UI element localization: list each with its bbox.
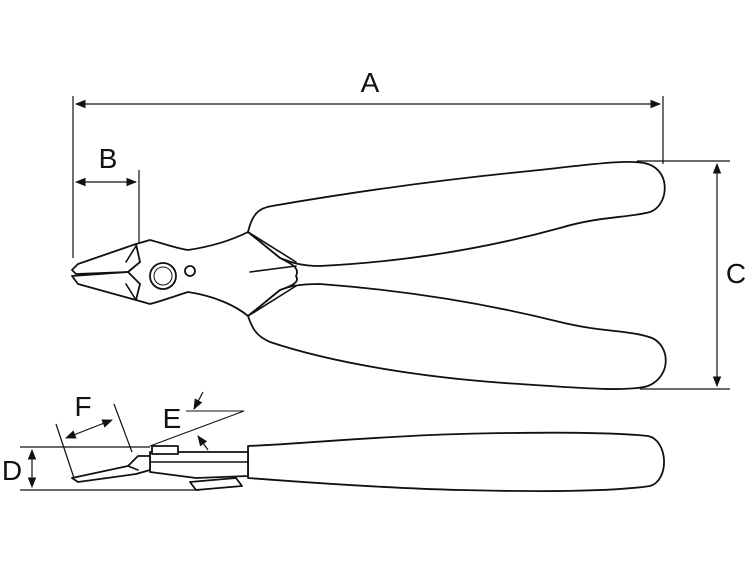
side-jaw-tip: [71, 455, 151, 483]
blade-edge-2: [125, 283, 137, 301]
blade-edge: [125, 245, 137, 263]
dimension-b-label: B: [99, 143, 118, 174]
spring-pin: [184, 265, 196, 277]
pliers-top-view: [71, 160, 667, 390]
cutting-tip-upper: [71, 243, 141, 275]
neck-line-mid: [249, 265, 297, 273]
dimension-a-label: A: [361, 67, 380, 98]
pivot-screw-inner: [153, 266, 173, 286]
dimension-e: E: [149, 391, 245, 451]
neck-line-top: [247, 231, 297, 263]
side-handle: [247, 431, 665, 493]
side-lower-block: [189, 477, 243, 491]
dimension-d: D: [2, 446, 200, 491]
side-jaw-bend: [127, 465, 139, 471]
dimension-b: B: [74, 143, 140, 242]
upper-handle: [247, 160, 666, 267]
pliers-side-view: [71, 431, 665, 493]
dimension-f: F: [55, 391, 133, 479]
side-joint: [149, 451, 249, 479]
dimension-d-label: D: [2, 455, 22, 486]
dimension-a: A: [72, 67, 664, 258]
dimension-f-label: F: [74, 391, 91, 422]
dimension-e-label: E: [163, 403, 182, 434]
dimension-c: C: [637, 160, 746, 390]
cutting-tip-lower: [71, 271, 141, 301]
lower-handle: [247, 283, 667, 390]
neck-line-bottom: [247, 285, 297, 317]
side-top-plate: [151, 445, 179, 455]
dimension-c-label: C: [726, 258, 746, 289]
